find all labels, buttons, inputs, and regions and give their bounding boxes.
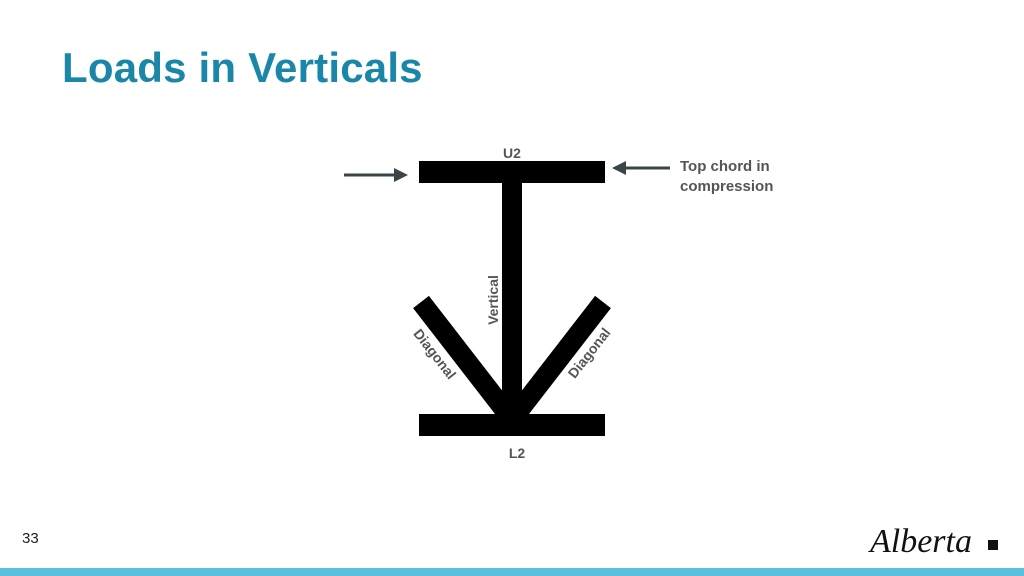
- top-chord: [419, 161, 605, 183]
- logo-mark: [988, 540, 998, 550]
- annotation-line-2: compression: [680, 178, 773, 195]
- vertical-label: Vertical: [485, 275, 501, 325]
- vertical-member: [502, 178, 522, 418]
- right-compression-arrow: [612, 161, 670, 175]
- bottom-chord: [419, 414, 605, 436]
- bottom-accent-bar: [0, 568, 1024, 576]
- right-diagonal-member: [506, 295, 611, 424]
- alberta-logo: Alberta: [868, 523, 998, 560]
- logo-wordmark: Alberta: [868, 523, 972, 560]
- slide-title: Loads in Verticals: [62, 44, 423, 91]
- bottom-node-label: L2: [509, 445, 526, 461]
- top-node-label: U2: [503, 145, 521, 161]
- left-compression-arrow: [344, 168, 408, 182]
- page-number: 33: [22, 530, 39, 547]
- annotation-line-1: Top chord in: [680, 158, 770, 175]
- left-diagonal-member: [413, 295, 518, 424]
